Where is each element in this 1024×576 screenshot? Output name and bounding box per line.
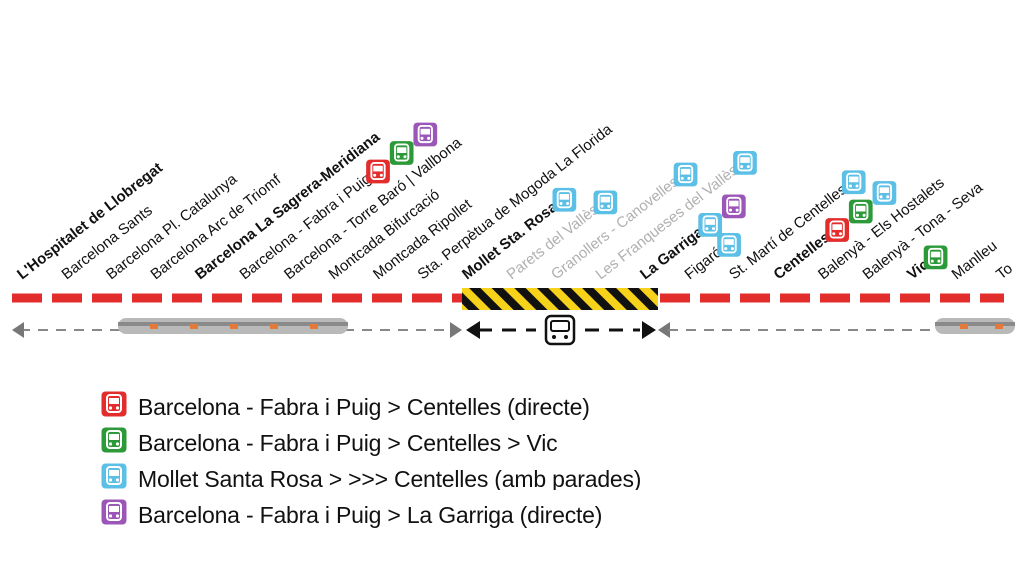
arrow-icon [12, 322, 24, 338]
main-line [12, 288, 1004, 310]
bus-icon [848, 199, 873, 224]
bus-icon [552, 187, 577, 212]
bus-icon [101, 427, 127, 453]
legend-item-red: Barcelona - Fabra i Puig > Centelles (di… [100, 388, 800, 424]
legend-item-green: Barcelona - Fabra i Puig > Centelles > V… [100, 424, 800, 460]
legend-item-blue: Mollet Santa Rosa > >>> Centelles (amb p… [100, 460, 800, 490]
bus-icon [717, 232, 741, 257]
bus-icon [841, 170, 866, 195]
arrow-icon [450, 322, 462, 338]
bus-icon [872, 181, 897, 205]
station-label: To [993, 260, 1016, 283]
arrow-icon [466, 321, 480, 339]
legend-text: Barcelona - Fabra i Puig > Centelles > V… [138, 430, 558, 456]
bus-icon [101, 463, 127, 489]
station-label: Manlleu [948, 237, 1000, 283]
bus-icon [366, 159, 390, 184]
bus-icon [923, 245, 948, 270]
legend-item-purple: Barcelona - Fabra i Puig > La Garriga (d… [100, 496, 800, 532]
station-name: Manlleu [948, 237, 1000, 283]
bus-icon [101, 391, 127, 417]
legend-text: Barcelona - Fabra i Puig > Centelles (di… [138, 394, 590, 420]
bus-icon [413, 122, 438, 147]
bus-icon [721, 194, 746, 219]
legend-text: Mollet Santa Rosa > >>> Centelles (amb p… [138, 466, 642, 490]
bus-icon [101, 499, 127, 525]
bus-icon [698, 212, 723, 237]
alt-service-line [12, 314, 1015, 346]
station-label: St. Martí de Centelles [726, 170, 866, 283]
train-icon [118, 318, 348, 334]
bus-icon [389, 141, 414, 165]
legend-text: Barcelona - Fabra i Puig > La Garriga (d… [138, 502, 603, 528]
arrow-icon [658, 322, 670, 338]
arrow-icon [642, 321, 656, 339]
bus-icon [673, 162, 698, 187]
legend: Barcelona - Fabra i Puig > Centelles (di… [100, 388, 800, 532]
train-icon [935, 318, 1015, 334]
station-name: To [993, 260, 1016, 283]
bus-icon [825, 218, 849, 242]
bus-icon [593, 190, 618, 215]
bus-icon [733, 151, 757, 175]
hatched-closed-section [462, 288, 658, 310]
bus-icon [544, 314, 576, 346]
